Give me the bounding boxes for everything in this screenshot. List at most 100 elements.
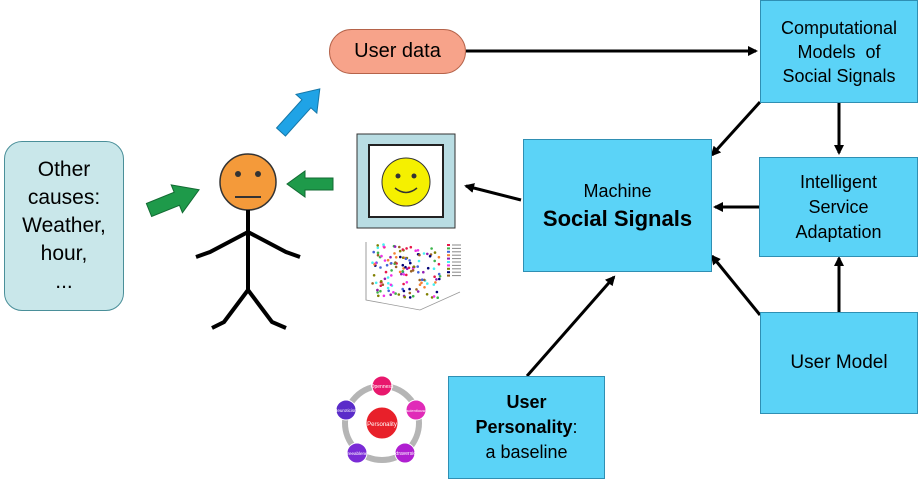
scatter-point — [372, 250, 376, 254]
scatter-legend-swatch — [447, 267, 450, 270]
scatter-point — [408, 296, 412, 299]
scatter-legend-swatch — [447, 264, 450, 267]
arrow-personality-to-machine — [525, 275, 616, 377]
3d-scatter-plot-icon — [354, 237, 466, 319]
scatter-point — [390, 262, 393, 265]
arrow-models-to-machine — [710, 100, 762, 157]
scatter-legend-text — [452, 258, 461, 260]
scatter-point — [438, 277, 441, 281]
scatter-point — [390, 274, 393, 277]
scatter-point — [404, 257, 408, 261]
scatter-point — [432, 283, 436, 286]
green-arrow-left-icon — [286, 170, 334, 198]
scatter-point — [394, 261, 397, 264]
scatter-point — [418, 283, 422, 287]
scatter-legend-swatch — [447, 261, 450, 263]
scatter-legend-swatch — [447, 244, 450, 246]
user-model-label: User Model — [790, 352, 888, 373]
scatter-point — [398, 270, 402, 274]
scatter-point — [402, 282, 405, 286]
computational-models-line: Social Signals — [782, 65, 896, 86]
scatter-point — [382, 243, 385, 246]
scatter-point — [389, 283, 393, 287]
scatter-legend-text — [452, 268, 461, 270]
scatter-point — [381, 283, 385, 287]
scatter-point — [436, 296, 440, 300]
scatter-point — [382, 294, 386, 298]
scatter-point — [420, 281, 423, 285]
scatter-point — [386, 258, 390, 262]
scatter-point — [373, 263, 376, 266]
scatter-point — [376, 253, 380, 257]
scatter-point — [399, 255, 402, 259]
scatter-point — [422, 252, 426, 255]
machine-label: Machine — [583, 180, 652, 201]
trait-conscientiousness-label: Conscientiousness — [399, 408, 433, 413]
blue-arrow-icon — [275, 88, 321, 137]
scatter-point — [387, 289, 391, 293]
scatter-legend-swatch — [447, 257, 450, 260]
scatter-legend-text — [452, 244, 461, 246]
scatter-point — [433, 251, 437, 254]
scatter-point — [432, 295, 436, 298]
scatter-point — [402, 273, 406, 276]
scatter-point — [379, 284, 383, 288]
smiley-face-icon — [356, 133, 456, 229]
scatter-legend-text — [452, 271, 461, 273]
scatter-point — [415, 288, 418, 291]
personality-center-label: Personality — [367, 422, 397, 428]
scatter-point — [376, 291, 379, 294]
scatter-point — [409, 261, 412, 265]
other-causes-line: causes: — [27, 186, 101, 209]
scatter-legend-swatch — [447, 274, 450, 277]
scatter-point — [389, 293, 393, 297]
scatter-point — [398, 245, 401, 249]
scatter-point — [426, 282, 429, 285]
scatter-point — [384, 270, 388, 274]
user-model-box: User Model — [760, 312, 918, 414]
scatter-legend-text — [452, 264, 461, 266]
scatter-point — [374, 281, 378, 285]
scatter-point — [400, 272, 403, 276]
scatter-legend-swatch — [447, 254, 450, 257]
scatter-point — [423, 286, 426, 289]
scatter-point — [430, 247, 433, 250]
scatter-point — [394, 292, 397, 295]
baseline-label: a baseline — [485, 442, 568, 462]
scatter-point — [379, 266, 382, 269]
scatter-point — [411, 294, 415, 298]
scatter-point — [376, 251, 380, 255]
user-data-node: User data — [329, 29, 466, 74]
scatter-point — [438, 275, 442, 278]
scatter-point — [390, 269, 393, 272]
machine-social-signals-box: Machine Social Signals — [523, 139, 712, 272]
scatter-point — [423, 278, 426, 282]
scatter-point — [386, 276, 390, 279]
computational-models-line: Models of — [797, 41, 881, 62]
scatter-legend-text — [452, 261, 461, 263]
personality-colon: : — [572, 417, 578, 437]
scatter-point — [408, 291, 412, 295]
scatter-point — [434, 281, 437, 284]
intelligent-service-line: Adaptation — [795, 221, 882, 242]
scatter-point — [383, 259, 387, 262]
other-causes-line: Weather, — [22, 214, 106, 237]
arrow-machine-to-smiley — [464, 183, 522, 202]
scatter-point — [402, 267, 405, 270]
personality-label: Personality: — [475, 415, 577, 440]
scatter-point — [422, 270, 425, 274]
user-label: User — [506, 392, 547, 412]
personality-diagram: Personality Openness Conscientiousness E… — [334, 375, 433, 464]
scatter-point — [416, 249, 420, 252]
user-personality-box: User Personality: a baseline — [448, 376, 605, 479]
scatter-point — [437, 255, 441, 259]
user-data-label: User data — [354, 40, 441, 62]
green-arrow-right-icon — [145, 184, 200, 218]
scatter-legend-swatch — [447, 250, 450, 253]
scatter-point — [371, 282, 374, 285]
scatter-point — [379, 289, 382, 293]
scatter-point — [432, 267, 436, 271]
scatter-point — [435, 290, 439, 294]
computational-models-line: Computational — [780, 17, 898, 38]
scatter-legend-text — [452, 254, 461, 256]
